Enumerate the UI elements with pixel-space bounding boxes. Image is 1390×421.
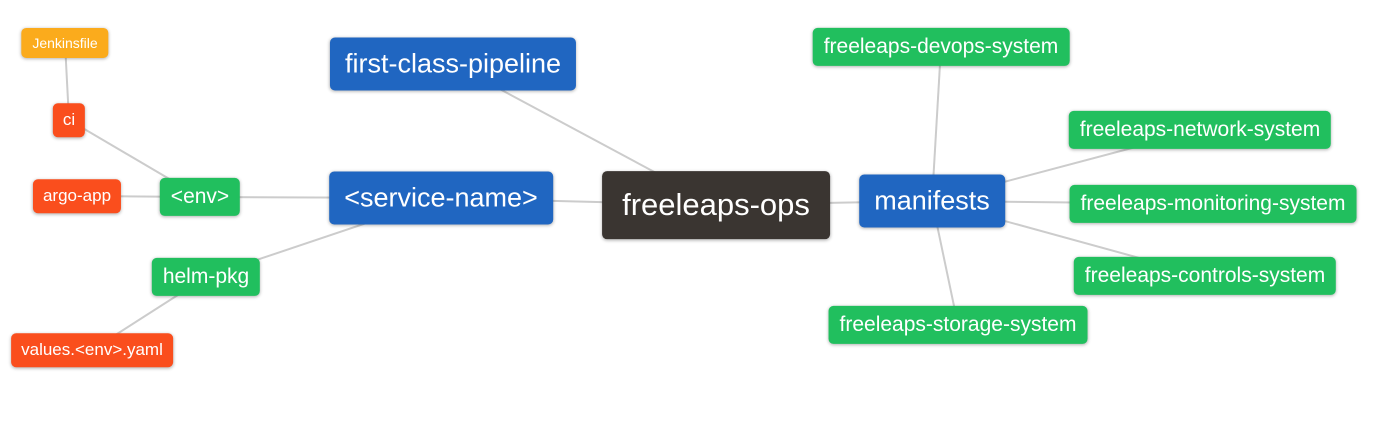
node-first-class-pipeline[interactable]: first-class-pipeline: [329, 37, 577, 91]
node-env[interactable]: <env>: [159, 177, 241, 217]
node-label: helm-pkg: [162, 264, 250, 288]
node-label: freeleaps-devops-system: [823, 34, 1059, 58]
node-monitoring-system[interactable]: freeleaps-monitoring-system: [1069, 184, 1357, 224]
node-label: freeleaps-network-system: [1079, 117, 1321, 141]
node-values-env-yaml[interactable]: values.<env>.yaml: [11, 333, 173, 367]
node-label: manifests: [874, 185, 990, 216]
node-freeleaps-ops[interactable]: freeleaps-ops: [602, 171, 830, 239]
node-label: freeleaps-ops: [622, 187, 810, 223]
node-label: ci: [62, 110, 76, 130]
node-label: argo-app: [42, 186, 112, 206]
node-storage-system[interactable]: freeleaps-storage-system: [828, 305, 1088, 345]
node-label: Jenkinsfile: [32, 34, 98, 51]
node-helm-pkg[interactable]: helm-pkg: [151, 257, 261, 297]
node-argo-app[interactable]: argo-app: [32, 179, 122, 213]
node-devops-system[interactable]: freeleaps-devops-system: [812, 27, 1070, 67]
node-service-name[interactable]: <service-name>: [329, 171, 553, 225]
node-label: freeleaps-storage-system: [839, 312, 1077, 336]
node-ci[interactable]: ci: [52, 103, 86, 137]
node-label: <service-name>: [344, 182, 538, 213]
node-controls-system[interactable]: freeleaps-controls-system: [1073, 256, 1337, 296]
node-jenkinsfile[interactable]: Jenkinsfile: [21, 27, 109, 59]
node-label: first-class-pipeline: [344, 48, 562, 79]
node-label: freeleaps-monitoring-system: [1080, 191, 1346, 215]
node-label: values.<env>.yaml: [21, 340, 163, 360]
node-label: freeleaps-controls-system: [1084, 263, 1326, 287]
node-manifests[interactable]: manifests: [859, 174, 1005, 228]
node-network-system[interactable]: freeleaps-network-system: [1068, 110, 1332, 150]
node-label: <env>: [170, 184, 230, 208]
